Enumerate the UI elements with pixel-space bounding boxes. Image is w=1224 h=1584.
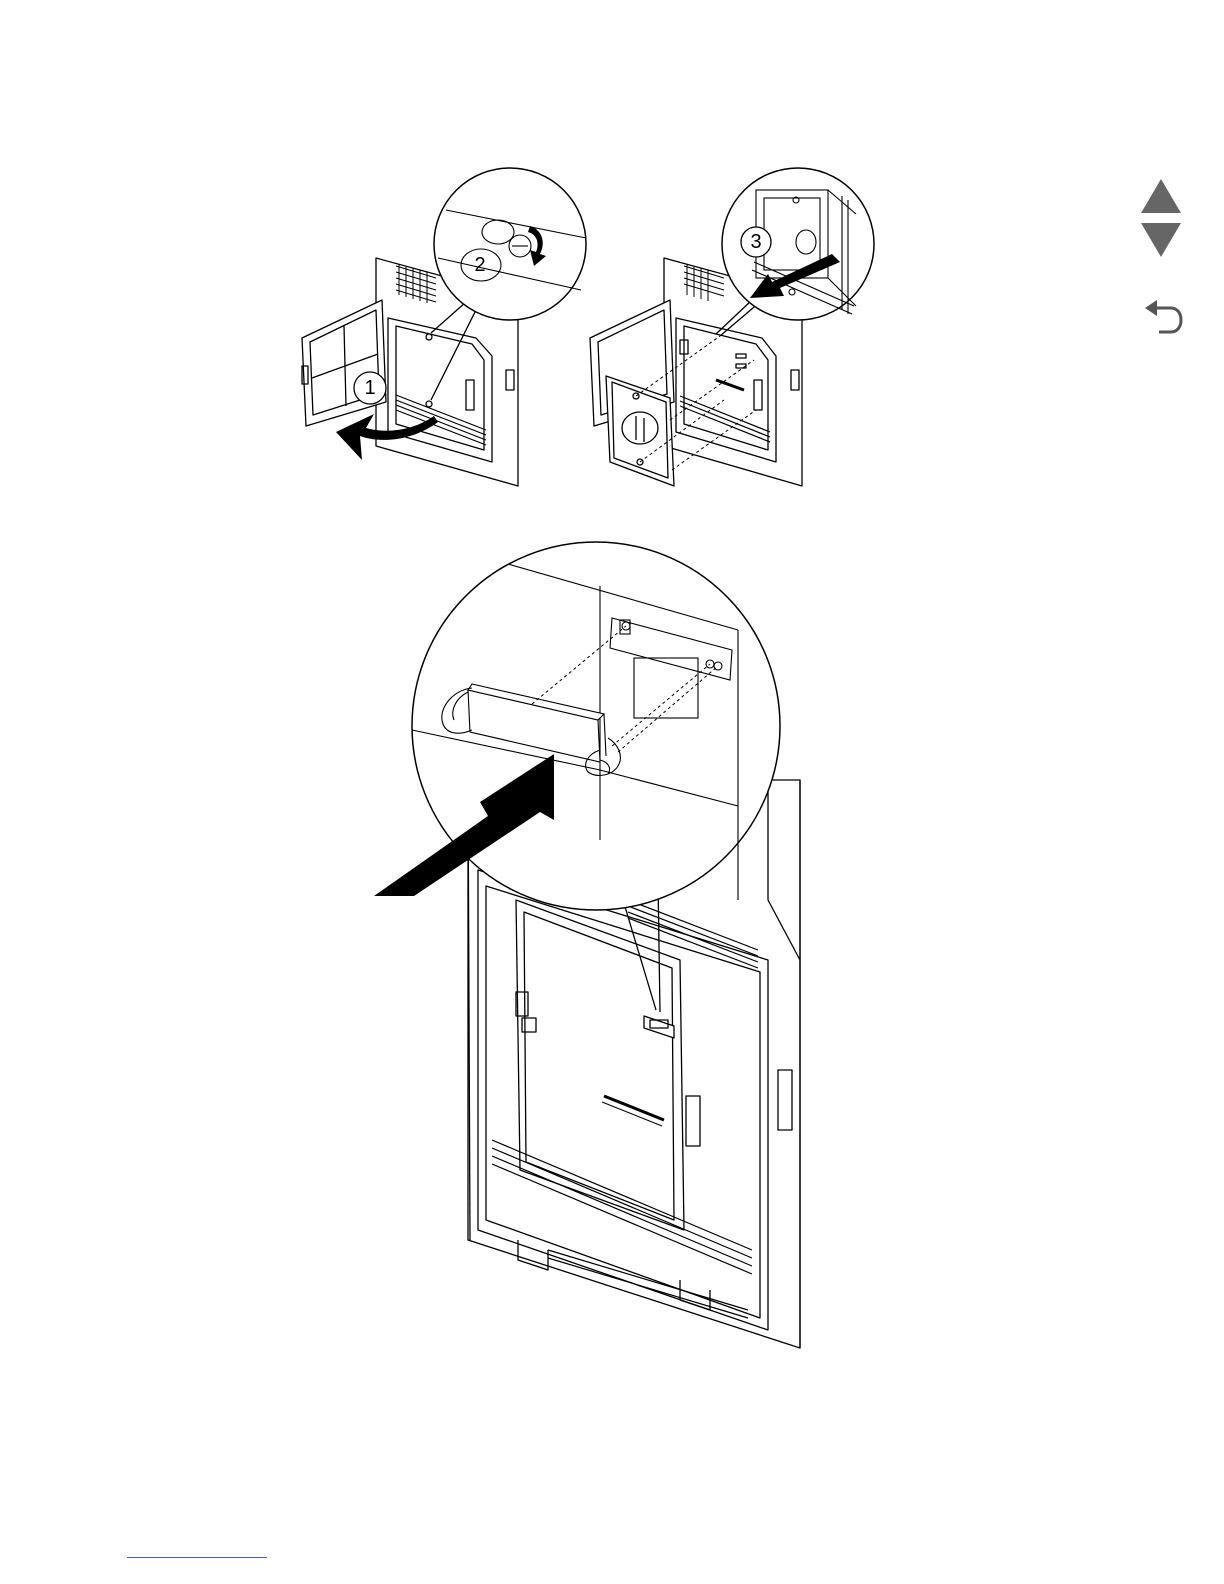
figure-remove-shield: 3 <box>584 170 884 490</box>
callout-1: 1 <box>364 377 375 399</box>
open-cover-illustration: 1 2 <box>296 170 596 490</box>
go-back-button[interactable] <box>1140 298 1184 338</box>
triangle-up-icon <box>1139 177 1183 215</box>
callout-2: 2 <box>474 254 485 276</box>
page-up-button[interactable] <box>1138 176 1184 216</box>
remove-shield-illustration: 3 <box>584 170 884 490</box>
footer-link-rule[interactable] <box>127 1557 267 1558</box>
return-arrow-icon <box>1141 300 1183 336</box>
page-down-button[interactable] <box>1138 220 1184 260</box>
triangle-down-icon <box>1139 221 1183 259</box>
install-card-illustration <box>368 540 818 1350</box>
callout-3: 3 <box>750 231 761 253</box>
figure-install-card <box>368 540 818 1350</box>
figure-open-cover: 1 2 <box>296 170 596 490</box>
